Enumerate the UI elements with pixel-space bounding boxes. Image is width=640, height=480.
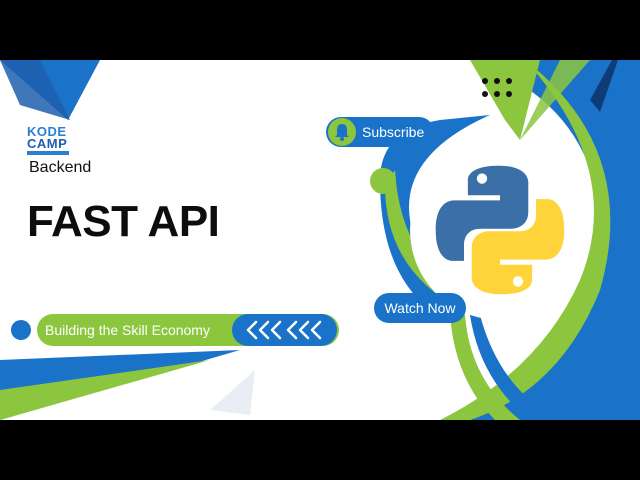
right-green-arc	[440, 60, 611, 420]
subtitle: Backend	[29, 159, 92, 176]
skill-dot	[11, 320, 31, 340]
chevron-left-icon	[246, 320, 322, 340]
dots-grid-icon	[482, 78, 512, 97]
right-dark-stripe	[590, 60, 618, 112]
kodecamp-logo: KODE CAMP	[27, 124, 77, 155]
subscribe-button[interactable]: Subscribe	[326, 117, 434, 147]
python-logo-icon	[435, 165, 565, 295]
watch-now-button[interactable]: Watch Now	[374, 293, 466, 323]
skill-economy-banner: Building the Skill Economy	[37, 314, 339, 346]
logo-line2: CAMP	[27, 136, 68, 151]
logo-line1: KODE	[27, 124, 67, 139]
python-logo-circle	[410, 140, 590, 320]
bottom-blue-arc	[470, 315, 560, 420]
top-left-blue-shade	[0, 60, 70, 120]
chevrons-pill	[232, 314, 337, 346]
logo-tagline	[27, 151, 69, 155]
bottom-green-arc	[450, 315, 520, 420]
page-title: FAST API	[27, 197, 220, 246]
skill-label: Building the Skill Economy	[45, 322, 210, 338]
bottom-paper-shape	[210, 370, 255, 415]
bottom-left-green-shape	[0, 360, 210, 420]
subscribe-label: Subscribe	[362, 124, 425, 140]
thumbnail-canvas: KODE CAMP Backend FAST API Subscribe	[0, 60, 640, 420]
bell-icon	[328, 118, 356, 146]
green-dot	[370, 168, 396, 194]
